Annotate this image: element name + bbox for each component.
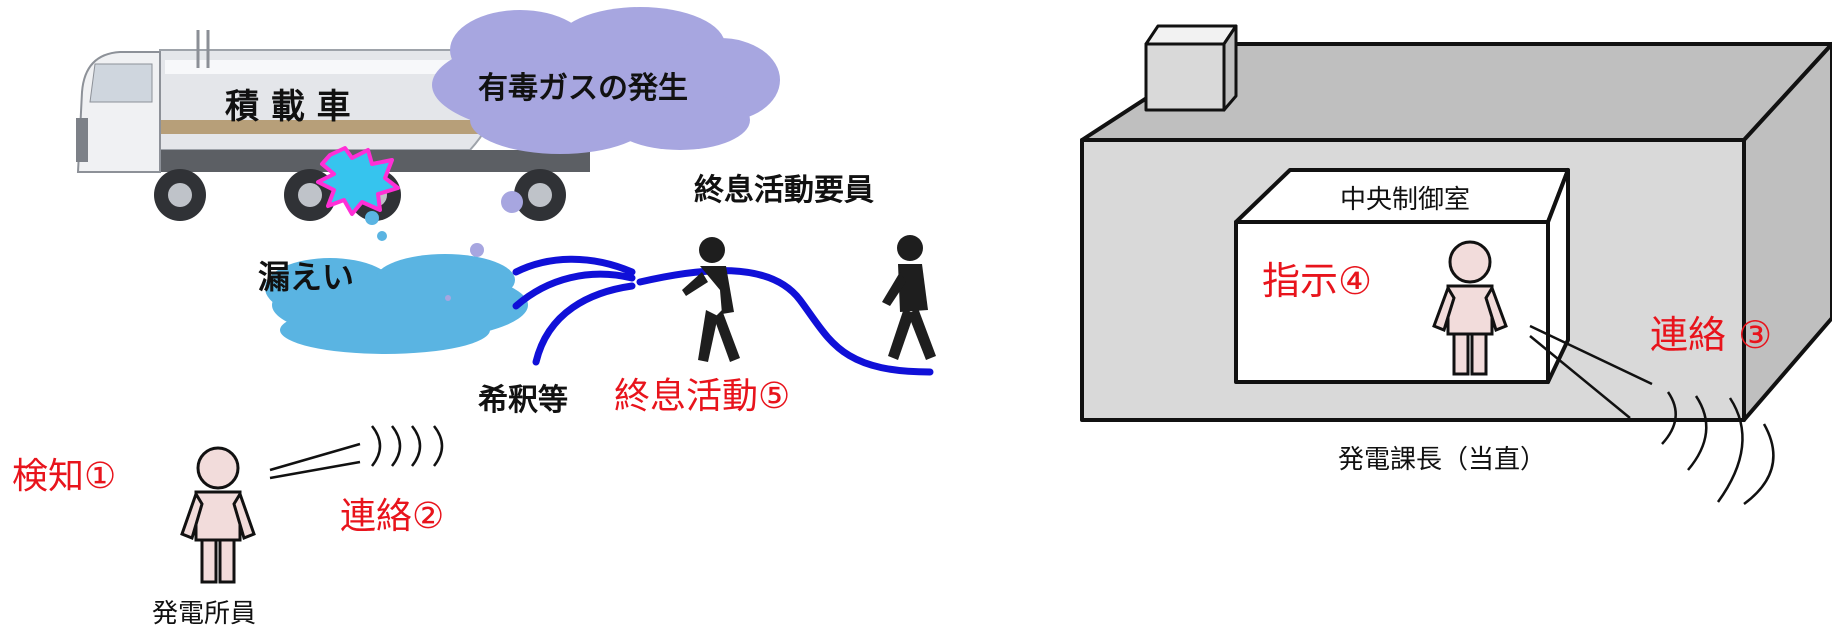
- gas-bubble: [501, 191, 523, 213]
- shift-manager-figure: [1432, 240, 1508, 376]
- truck-wheel-1: [154, 169, 206, 221]
- leak-puddle: 漏えい: [258, 254, 528, 354]
- contact-2-label: 連絡②: [340, 496, 444, 537]
- gas-bubble: [470, 243, 484, 257]
- leak-droplet: [377, 231, 387, 241]
- leak-flash-icon: [316, 146, 400, 216]
- control-room-label: 中央制御室: [1340, 185, 1470, 215]
- signal-waves-icon: [1529, 324, 1775, 506]
- truck-wheel-4: [514, 169, 566, 221]
- toxic-gas-label: 有毒ガスの発生: [478, 71, 688, 106]
- plant-staff-figure: [180, 446, 256, 584]
- responder-figure-2: [882, 235, 936, 360]
- rooftop-unit: [1144, 24, 1238, 112]
- leak-label: 漏えい: [258, 258, 354, 296]
- dilution-label: 希釈等: [478, 383, 568, 418]
- shift-manager-label: 発電課長（当直）: [1338, 445, 1546, 475]
- responder-figure-1: [682, 237, 740, 362]
- response-personnel-label: 終息活動要員: [694, 173, 874, 208]
- contact-3-label: 連絡 ③: [1650, 313, 1772, 357]
- hose: [512, 255, 934, 376]
- toxic-gas-cloud: 有毒ガスの発生: [432, 7, 780, 154]
- signal-waves-icon: [269, 425, 444, 480]
- instruction-label: 指示④: [1262, 259, 1372, 303]
- leak-droplet: [365, 211, 379, 225]
- truck-label: 積 載 車: [225, 87, 351, 127]
- containment-activity-label: 終息活動⑤: [614, 376, 790, 417]
- detection-label: 検知①: [12, 456, 116, 497]
- staff-label: 発電所員: [152, 599, 256, 629]
- tanker-truck: 積 載 車: [76, 30, 590, 221]
